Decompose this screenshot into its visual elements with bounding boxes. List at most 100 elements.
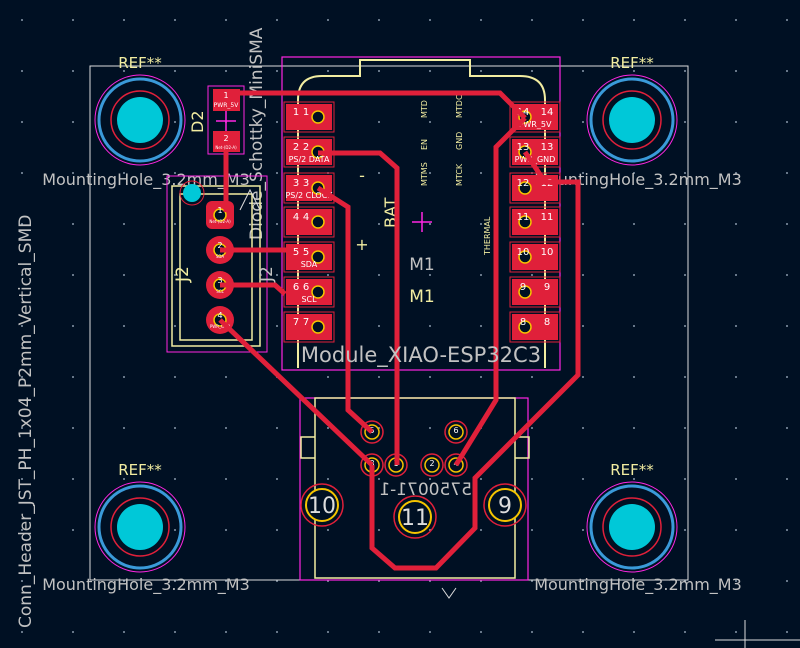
usb-mount-pad-10[interactable]: 10: [300, 483, 344, 527]
pad-drill: [518, 285, 532, 299]
grid-dot: [684, 529, 686, 531]
usb-mount-pad-9[interactable]: 9: [483, 483, 527, 527]
usb-mount-pad-11[interactable]: 11: [393, 495, 437, 539]
grid-dot: [480, 274, 482, 276]
grid-dot: [429, 376, 431, 378]
pad-num-fab: 14: [541, 107, 554, 118]
grid-dot: [123, 631, 125, 633]
pad-num-fab: 7: [293, 317, 299, 328]
hole-value: MountingHole_3.2mm_M3: [42, 170, 250, 190]
grid-dot: [633, 274, 635, 276]
grid-dot: [531, 427, 533, 429]
grid-dot: [225, 19, 227, 21]
mounting-hole[interactable]: REF**MountingHole_3.2mm_M3: [42, 54, 250, 190]
hole-courtyard: [586, 481, 678, 573]
page-border: [715, 620, 800, 648]
m1-pad-1[interactable]: 11: [283, 101, 335, 133]
grid-dot: [429, 223, 431, 225]
grid-dot: [684, 376, 686, 378]
grid-dot: [786, 478, 788, 480]
pad-num-fab: 1: [293, 107, 299, 118]
mounting-hole[interactable]: REF**MountingHole_3.2mm_M3: [534, 54, 742, 190]
grid-dot: [72, 631, 74, 633]
grid-dot: [72, 376, 74, 378]
grid-dot: [72, 274, 74, 276]
pad-drill: [518, 320, 532, 334]
grid-dot: [582, 325, 584, 327]
grid-dot: [531, 478, 533, 480]
grid-dot: [531, 529, 533, 531]
pad-net: SDA: [301, 260, 318, 269]
grid-dot: [735, 274, 737, 276]
grid-dot: [123, 274, 125, 276]
pad-num: 1: [217, 206, 222, 215]
d2-pad-1[interactable]: [213, 89, 240, 111]
pad-drill: [311, 320, 325, 334]
hole-pad-ring: [110, 90, 170, 150]
grid-dot: [786, 631, 788, 633]
grid-dot: [735, 19, 737, 21]
grid-dot: [276, 478, 278, 480]
grid-dot: [786, 19, 788, 21]
m1-pad-7[interactable]: 77: [283, 311, 335, 343]
pad-ring: [444, 453, 468, 477]
usb-pad-2[interactable]: 2: [420, 453, 444, 477]
grid-dot: [174, 376, 176, 378]
grid-dot: [72, 70, 74, 72]
j2-ref-fab: J2: [257, 266, 277, 283]
grid-dot: [378, 70, 380, 72]
pad-num: 10: [308, 494, 336, 519]
grid-dot: [735, 121, 737, 123]
m1-pad-4[interactable]: 44: [283, 206, 335, 238]
grid-dot: [123, 325, 125, 327]
grid-dot: [123, 223, 125, 225]
silk-mtck: MTCK: [455, 163, 464, 186]
grid-dot: [378, 478, 380, 480]
d2-pad-2[interactable]: [213, 131, 240, 152]
pad-net: SCL: [216, 289, 224, 294]
pad-num: 4: [303, 212, 309, 223]
grid-dot: [276, 172, 278, 174]
grid-dot: [582, 121, 584, 123]
m1-outline: [297, 59, 546, 368]
pad-num: 12: [517, 178, 530, 189]
grid-dot: [633, 19, 635, 21]
grid-dot: [480, 223, 482, 225]
pad-num: 3: [217, 276, 222, 285]
grid-dot: [480, 376, 482, 378]
pad-num: 6: [453, 426, 458, 435]
grid-dot: [684, 19, 686, 21]
grid-dot: [378, 376, 380, 378]
grid-dot: [480, 631, 482, 633]
grid-dot: [72, 580, 74, 582]
grid-dot: [276, 427, 278, 429]
usb-pad-6[interactable]: 6: [444, 420, 468, 444]
pad-outline: [283, 172, 335, 204]
grid-dot: [735, 631, 737, 633]
hole-ref: REF**: [610, 54, 654, 72]
grid-dot: [123, 478, 125, 480]
grid-dot: [72, 19, 74, 21]
mounting-hole[interactable]: REF**MountingHole_3.2mm_M3: [42, 461, 250, 595]
mounting-hole[interactable]: REF**MountingHole_3.2mm_M3: [534, 461, 742, 595]
diode-d2[interactable]: 1 PWR_5V 2 Net-(D2-A) D2 Diode_Schottky_…: [188, 27, 267, 240]
silk-mtms: MTMS: [420, 162, 429, 186]
hole-outline: [589, 484, 675, 570]
pad-drill: [448, 424, 464, 440]
grid-dot: [174, 631, 176, 633]
pad-net: PS/2 DATA: [289, 155, 330, 164]
